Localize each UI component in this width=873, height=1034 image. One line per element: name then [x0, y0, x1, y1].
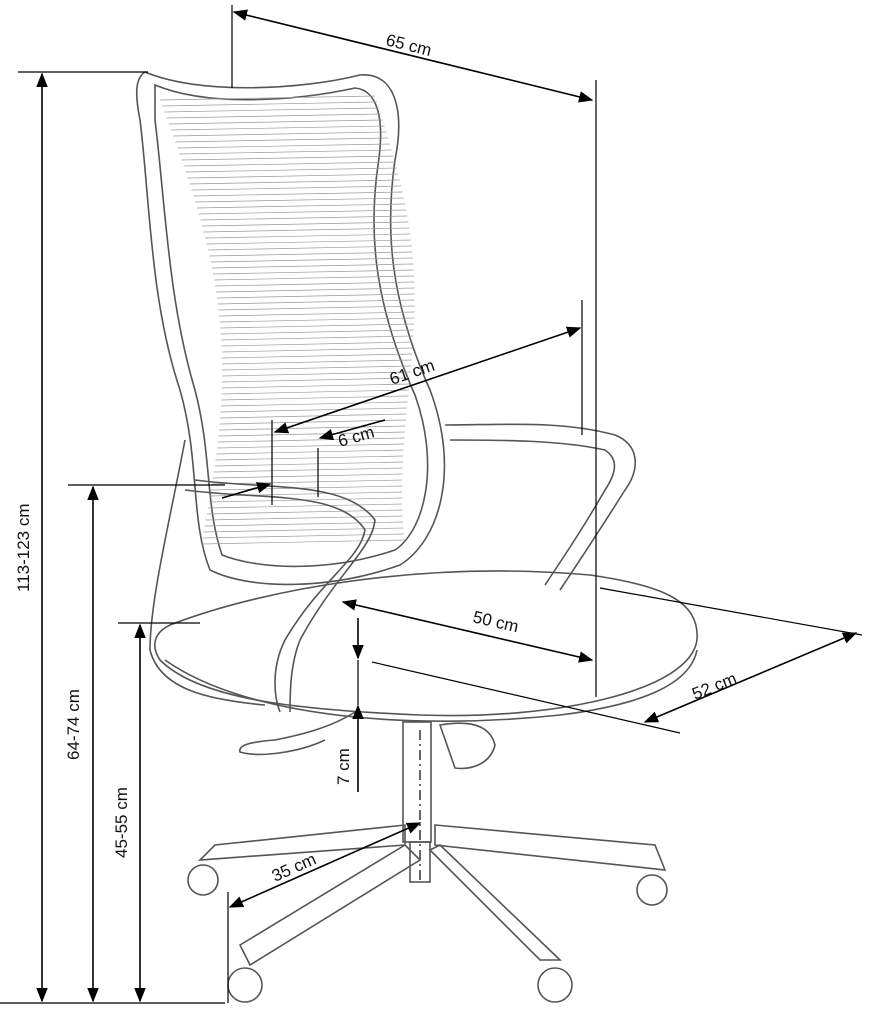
arrow-armrest-thickness-right — [318, 419, 386, 441]
mesh-lines — [159, 95, 415, 545]
mesh-line — [202, 533, 404, 539]
mesh-line — [217, 299, 415, 305]
label-total-height: 113-123 cm — [14, 503, 33, 592]
arrow-armrest-width — [273, 326, 582, 434]
arrow-overall-width — [232, 9, 594, 103]
mesh-line — [162, 101, 377, 107]
mesh-line — [220, 407, 408, 413]
mesh-line — [218, 305, 415, 311]
mesh-line — [215, 455, 404, 461]
label-height-adjust: 7 cm — [334, 748, 353, 785]
label-seat-width: 50 cm — [471, 607, 520, 636]
mesh-line — [219, 425, 406, 431]
label-armrest-height: 64-74 cm — [64, 689, 83, 760]
mesh-line — [210, 257, 413, 263]
mesh-line — [207, 245, 412, 251]
chair-base — [187, 824, 668, 1003]
chair-gas-lift — [239, 711, 496, 883]
mesh-line — [170, 125, 385, 131]
mesh-line — [185, 167, 397, 173]
arrow-base-radius — [228, 822, 422, 908]
mesh-line — [211, 479, 403, 485]
mesh-line — [221, 377, 411, 383]
mesh-line — [217, 443, 405, 449]
mesh-line — [221, 359, 412, 365]
mesh-line — [212, 473, 403, 479]
chair-backrest — [135, 71, 446, 586]
mesh-line — [205, 233, 411, 239]
mesh-line — [206, 239, 411, 245]
mesh-line — [221, 353, 413, 359]
mesh-line — [215, 281, 415, 287]
mesh-line — [220, 413, 407, 419]
mesh-line — [216, 293, 415, 299]
mesh-line — [221, 347, 413, 353]
mesh-line — [214, 461, 403, 467]
mesh-line — [191, 185, 402, 191]
label-seat-height: 45-55 cm — [112, 787, 131, 858]
mesh-line — [168, 119, 383, 125]
mesh-line — [212, 269, 414, 275]
extension-lines — [0, 5, 863, 1004]
mesh-line — [218, 431, 405, 437]
arrow-seat-width — [341, 599, 594, 663]
mesh-line — [220, 329, 414, 335]
mesh-line — [200, 215, 408, 221]
mesh-line — [166, 113, 381, 119]
mesh-line — [221, 383, 410, 389]
mesh-line — [187, 173, 399, 179]
mesh-line — [221, 341, 414, 347]
mesh-line — [220, 323, 415, 329]
mesh-line — [219, 317, 415, 323]
mesh-line — [219, 311, 415, 317]
mesh-line — [193, 191, 403, 197]
mesh-line — [211, 263, 414, 269]
mesh-line — [220, 401, 408, 407]
mesh-line — [201, 539, 405, 545]
mesh-line — [210, 485, 403, 491]
mesh-line — [217, 437, 405, 443]
mesh-line — [214, 275, 415, 281]
dimension-labels: 65 cm 61 cm 6 cm 50 cm 52 cm 7 cm 35 cm … — [14, 30, 739, 885]
mesh-line — [164, 107, 379, 113]
mesh-line — [213, 467, 403, 473]
mesh-line — [216, 287, 415, 293]
mesh-line — [203, 227, 410, 233]
mesh-line — [198, 209, 407, 215]
mesh-line — [206, 509, 403, 515]
chair-seat — [154, 570, 698, 722]
arrow-armrest-thickness-left — [221, 482, 272, 499]
mesh-line — [196, 203, 406, 209]
mesh-line — [222, 371, 411, 377]
mesh-line — [181, 155, 394, 161]
mesh-line — [173, 131, 387, 137]
arrow-seat-depth — [643, 632, 858, 723]
mesh-line — [195, 197, 404, 203]
label-armrest-thickness: 6 cm — [336, 422, 377, 450]
label-seat-depth: 52 cm — [689, 669, 739, 704]
mesh-line — [203, 527, 404, 533]
mesh-line — [179, 149, 392, 155]
mesh-line — [183, 161, 396, 167]
mesh-line — [207, 503, 403, 509]
mesh-line — [221, 389, 409, 395]
mesh-line — [177, 143, 390, 149]
mesh-line — [205, 515, 403, 521]
mesh-line — [209, 251, 413, 257]
mesh-line — [202, 221, 409, 227]
dimension-arrows — [36, 9, 858, 1003]
mesh-line — [221, 335, 414, 341]
mesh-line — [175, 137, 389, 143]
mesh-line — [216, 449, 404, 455]
mesh-line — [222, 365, 412, 371]
chair-illustration — [135, 71, 698, 1003]
mesh-line — [204, 521, 403, 527]
mesh-line — [189, 179, 400, 185]
